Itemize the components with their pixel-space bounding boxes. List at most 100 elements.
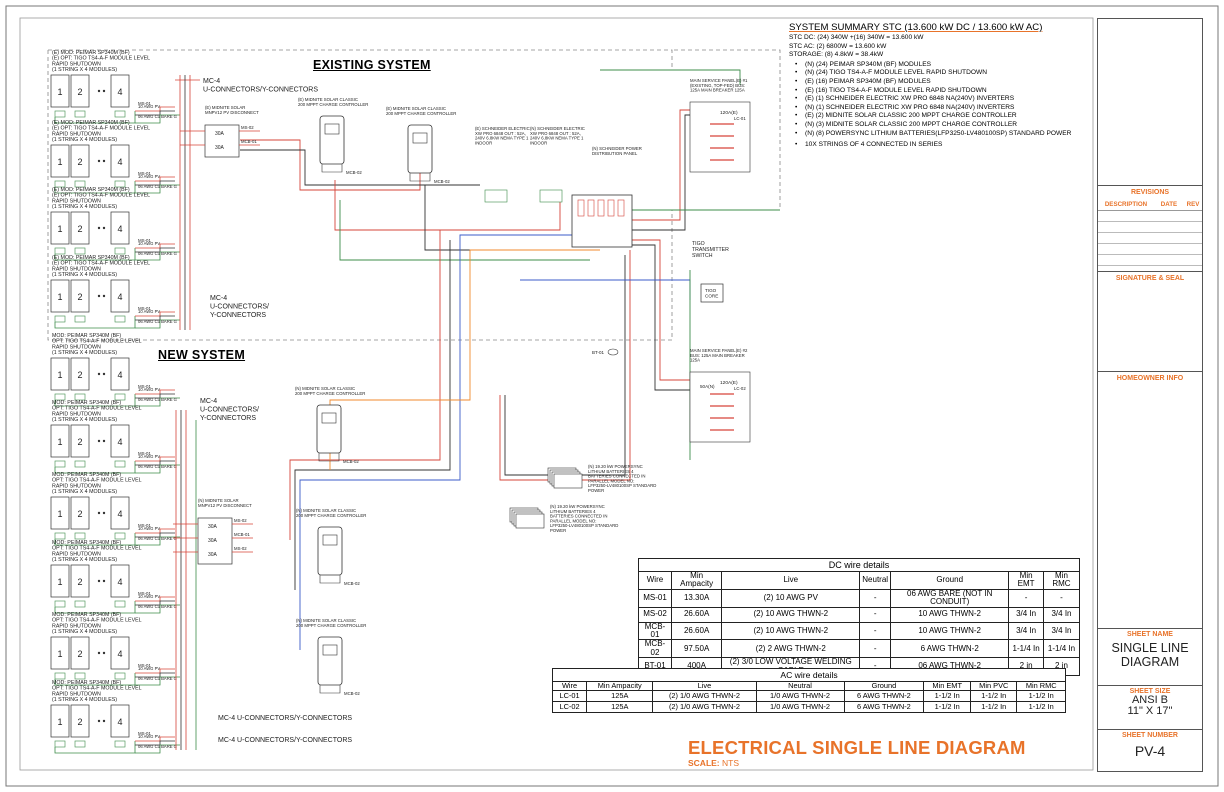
module-string-label: (E) OPT: TIGO TS4-A-F MODULE LEVEL: [52, 261, 150, 267]
tigo-optimizer: [74, 600, 86, 608]
disconnect-wire-tag: MS-02: [234, 546, 247, 551]
pv-module: [50, 74, 70, 108]
module-ground-wire: [54, 741, 136, 754]
wire-run: [334, 180, 561, 231]
string-negative-wire: [135, 180, 175, 186]
table-cell: 125A: [586, 689, 654, 702]
msp-label: 125A MAIN BREAKER 125A: [690, 88, 745, 93]
breaker-30a: 30A: [208, 524, 218, 530]
table-cell: MS-02: [638, 606, 672, 623]
string-positive-wire: [135, 596, 175, 602]
wire-tag-ms01: MS-01: [138, 306, 151, 311]
module-string-label: (1 STRING X 4 MODULES): [52, 272, 117, 278]
summary-strings-note: 10X STRINGS OF 4 CONNECTED IN SERIES: [789, 141, 1089, 150]
controller-label: (N) MIDNITE SOLAR CLASSIC: [296, 618, 356, 623]
module-number: 2: [77, 157, 82, 167]
homeowner-heading: HOMEOWNER INFO: [1116, 375, 1184, 382]
wire-run: [329, 249, 600, 470]
module-number: 1: [57, 509, 62, 519]
battery-label: POWER: [588, 488, 604, 493]
module-number: 2: [77, 370, 82, 380]
module-string: MOD: PEIMAR SP340M (BF)OPT: TIGO TS4-A-F…: [50, 612, 180, 686]
controller-body: [317, 636, 343, 686]
pv-module: [70, 704, 90, 738]
sheet-size-value-2: 11" X 17": [1127, 705, 1173, 717]
battery-label: LFP3250-LV480100SP STANDARD: [550, 523, 618, 528]
wire-ground-label: 06 AWG Cu BARE G: [138, 604, 177, 609]
table-cell: -: [859, 639, 892, 659]
module-string-label: (E) OPT: TIGO TS4-A-F MODULE LEVEL: [52, 193, 150, 199]
pv-module: [110, 211, 130, 245]
disconnect-box: [197, 517, 233, 565]
table-cell: (2) 10 AWG THWN-2: [721, 606, 861, 623]
module-ellipsis-dot: [97, 651, 101, 655]
system-summary: SYSTEM SUMMARY STC (13.600 kW DC / 13.60…: [789, 22, 1089, 150]
controller-label: (E) MIDNITE SOLAR CLASSIC: [386, 106, 446, 111]
new-bus-positive: [175, 410, 187, 750]
module-string-label: OPT: TIGO TS4-A-F MODULE LEVEL: [52, 686, 142, 692]
table-cell: (2) 10 AWG THWN-2: [721, 621, 861, 641]
pv-module: [50, 279, 70, 313]
tigo-optimizer: [74, 393, 86, 401]
table-cell: 1-1/4 In: [1042, 639, 1081, 659]
tigo-optimizer: [54, 672, 66, 680]
main-service-panel: MAIN SERVICE PANEL(E) #1(EXISTING, TOP-F…: [689, 78, 751, 173]
table-cell: (2) 1/0 AWG THWN-2: [652, 689, 757, 702]
controller-body: [316, 404, 342, 454]
module-string: (E) MOD: PEIMAR SP340M (BF)(E) OPT: TIGO…: [50, 255, 180, 329]
pv-module: [70, 424, 90, 458]
string-ground-wire: [135, 676, 180, 686]
module-number: 2: [77, 437, 82, 447]
module-ellipsis-dot: [97, 719, 101, 723]
summary-item: (E) (16) TIGO TS4-A-F MODULE LEVEL RAPID…: [789, 87, 1089, 96]
wire-run: [240, 139, 421, 191]
module-string-label: (1 STRING X 4 MODULES): [52, 697, 117, 703]
module-string-label: (1 STRING X 4 MODULES): [52, 557, 117, 563]
tigo-optimizer: [54, 180, 66, 188]
signature-heading: SIGNATURE & SEAL: [1115, 275, 1185, 282]
table-header-cell: Ground: [890, 571, 1010, 590]
string-positive-wire: [135, 311, 175, 317]
tigo-optimizer: [114, 315, 126, 323]
dc-table-title: DC wire details: [638, 558, 1080, 571]
sheet-size-section: SHEET SIZE ANSI B 11" X 17": [1098, 685, 1202, 728]
breaker-30a: 30A: [215, 145, 225, 151]
table-cell: 1-1/4 In: [1008, 639, 1044, 659]
table-header-cell: Min EMT: [1008, 571, 1044, 590]
bt01-marker: [607, 348, 619, 356]
pv-module: [50, 144, 70, 178]
table-cell: 3/4 In: [1042, 621, 1081, 641]
wire-pv-label: 10 AWG PV: [138, 387, 160, 392]
title-block: REVISIONS DESCRIPTION DATE REV SIGNATURE…: [1097, 18, 1203, 772]
tigo-optimizer: [114, 740, 126, 748]
summary-spec-line: STC DC: (24) 340W +(16) 340W = 13.600 kW: [789, 34, 924, 41]
module-ellipsis-dot: [102, 719, 106, 723]
table-cell: -: [859, 606, 892, 623]
tigo-optimizer: [74, 740, 86, 748]
module-string-label: (1 STRING X 4 MODULES): [52, 417, 117, 423]
wire-ground-label: 06 AWG Cu BARE G: [138, 676, 177, 681]
tigo-core-label: TIGO: [705, 288, 717, 293]
table-cell: (2) 1/0 AWG THWN-2: [652, 700, 757, 713]
mc4-label-new-top: MC-4: [200, 398, 217, 405]
wire-ground-label: 06 AWG Cu BARE G: [138, 464, 177, 469]
battery-label: LFP3250-LV480100SP STANDARD: [588, 483, 656, 488]
inverter-label: INDOOR: [475, 140, 492, 145]
module-string-label: RAPID SHUTDOWN: [52, 344, 101, 350]
pv-module: [110, 144, 130, 178]
mc4-label-existing-bottom: U-CONNECTORS/: [210, 304, 269, 311]
sheet-number-value: PV-4: [1134, 743, 1166, 759]
table-header-cell: Live: [652, 681, 757, 691]
table-cell: 6 AWG THWN-2: [890, 639, 1010, 659]
battery-unit: [553, 473, 583, 489]
battery-label: LITHIUM BATTERIES 4: [550, 509, 596, 514]
inverter-terminals: [484, 189, 508, 203]
battery-unit: [515, 513, 545, 529]
disconnect-label: MNPV12 PV DISCONNECT: [198, 503, 252, 508]
controller-terminals: [318, 453, 340, 462]
